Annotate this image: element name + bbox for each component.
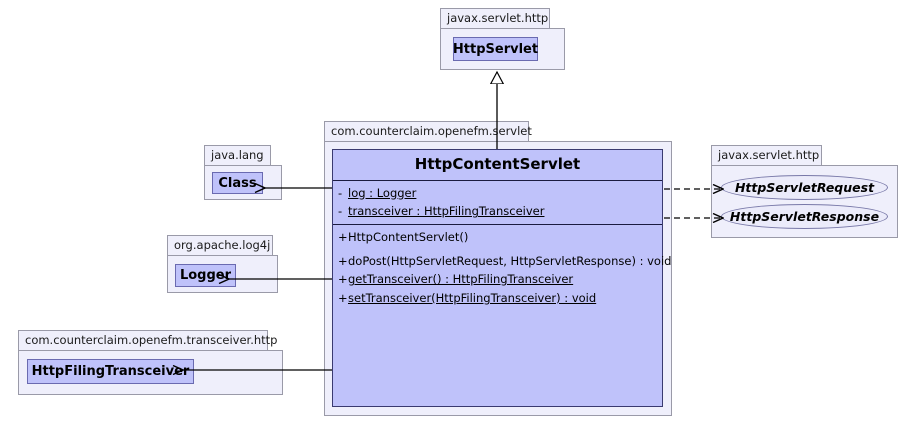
visibility-marker: -: [338, 185, 343, 200]
package-tab-label: java.lang: [204, 145, 271, 166]
package-com-counterclaim-openefm-servlet: com.counterclaim.openefm.servlet HttpCon…: [324, 121, 674, 418]
package-tab-label: javax.servlet.http: [440, 8, 550, 29]
method-text: doPost(HttpServletRequest, HttpServletRe…: [348, 253, 672, 268]
class-java-lang-class[interactable]: Class: [212, 172, 263, 194]
package-org-apache-log4j: org.apache.log4j Logger: [167, 235, 282, 295]
operations-compartment: +HttpContentServlet() +doPost(HttpServle…: [333, 225, 671, 311]
package-javax-servlet-http-top: javax.servlet.http HttpServlet: [440, 8, 570, 70]
method-text: getTransceiver() : HttpFilingTransceiver: [348, 272, 574, 287]
class-http-servlet[interactable]: HttpServlet: [453, 37, 538, 61]
interface-http-servlet-request[interactable]: HttpServletRequest: [721, 175, 888, 200]
package-com-counterclaim-openefm-transceiver-http: com.counterclaim.openefm.transceiver.htt…: [18, 330, 288, 398]
method-text: setTransceiver(HttpFilingTransceiver) : …: [348, 290, 597, 305]
visibility-marker: -: [338, 204, 343, 219]
attribute-row[interactable]: -transceiver : HttpFilingTransceiver: [333, 202, 662, 221]
package-tab-label: org.apache.log4j: [167, 235, 273, 256]
attribute-row[interactable]: -log : Logger: [333, 184, 662, 203]
visibility-marker: +: [338, 229, 348, 244]
package-tab-label: com.counterclaim.openefm.servlet: [324, 121, 532, 142]
class-logger[interactable]: Logger: [175, 264, 236, 287]
class-http-content-servlet[interactable]: HttpContentServlet -log : Logger -transc…: [332, 149, 671, 407]
method-row[interactable]: +getTransceiver() : HttpFilingTransceive…: [333, 270, 662, 289]
interface-http-servlet-response[interactable]: HttpServletResponse: [721, 204, 888, 229]
package-javax-servlet-http-right: javax.servlet.http HttpServletRequest Ht…: [711, 145, 903, 240]
attribute-text: transceiver : HttpFilingTransceiver: [348, 204, 545, 219]
attribute-text: log : Logger: [348, 185, 417, 200]
method-row[interactable]: +doPost(HttpServletRequest, HttpServletR…: [333, 252, 671, 271]
package-java-lang: java.lang Class: [204, 145, 286, 200]
visibility-marker: +: [338, 272, 348, 287]
visibility-marker: +: [338, 290, 348, 305]
package-tab-label: com.counterclaim.openefm.transceiver.htt…: [18, 330, 277, 351]
method-row[interactable]: +setTransceiver(HttpFilingTransceiver) :…: [333, 289, 662, 308]
class-http-filing-transceiver[interactable]: HttpFilingTransceiver: [27, 359, 194, 384]
package-tab-label: javax.servlet.http: [711, 145, 822, 166]
constructor-text: HttpContentServlet(): [348, 229, 469, 244]
class-title: HttpContentServlet: [333, 150, 662, 181]
attributes-compartment: -log : Logger -transceiver : HttpFilingT…: [333, 181, 662, 225]
constructor-row[interactable]: +HttpContentServlet(): [333, 228, 662, 247]
visibility-marker: +: [338, 253, 348, 268]
